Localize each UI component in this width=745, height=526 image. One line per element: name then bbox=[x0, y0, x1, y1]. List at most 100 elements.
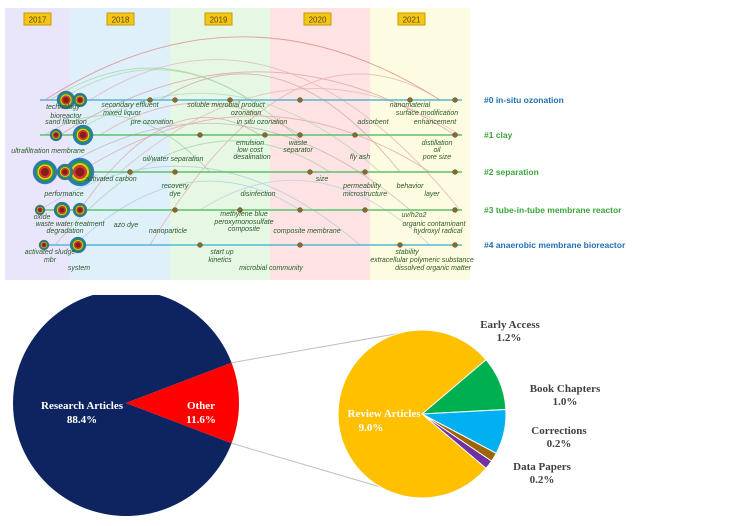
keyword-term: start up bbox=[210, 249, 233, 256]
citation-arc bbox=[59, 69, 251, 101]
keyword-dot bbox=[227, 97, 233, 103]
keyword-dot bbox=[197, 242, 203, 248]
keyword-term: system bbox=[68, 265, 90, 272]
slice-label: Early Access bbox=[480, 319, 540, 331]
year-badge bbox=[23, 12, 52, 26]
citation-arc bbox=[79, 117, 261, 211]
pie-slice-research-articles bbox=[12, 290, 232, 516]
keyword-dot bbox=[452, 132, 458, 138]
cluster-label: #2 separation bbox=[484, 167, 539, 177]
year-label: 2019 bbox=[210, 16, 228, 25]
keyword-term: sand filtration bbox=[45, 119, 87, 126]
keyword-node bbox=[53, 132, 59, 138]
keyword-term: secondary effluent bbox=[101, 102, 159, 109]
citation-arc bbox=[49, 67, 301, 141]
cluster-label: #1 clay bbox=[484, 130, 513, 140]
keyword-term: mbr bbox=[44, 257, 57, 264]
keyword-term: waste bbox=[289, 140, 307, 147]
keyword-term: behavior bbox=[397, 183, 425, 190]
keyword-term: organic contaminant bbox=[402, 221, 466, 228]
keyword-dot bbox=[262, 132, 268, 138]
keyword-dot bbox=[452, 169, 458, 175]
keyword-term: disinfection bbox=[240, 191, 275, 198]
keyword-term: azo dye bbox=[114, 222, 139, 229]
keyword-term: dye bbox=[169, 191, 180, 198]
citation-arc bbox=[149, 73, 441, 246]
keyword-term: activated carbon bbox=[85, 176, 136, 183]
keyword-dot bbox=[147, 97, 153, 103]
keyword-term: nanoparticle bbox=[149, 228, 187, 235]
keyword-dot bbox=[307, 169, 313, 175]
keyword-term: enhancement bbox=[414, 119, 457, 126]
keyword-term: technology bbox=[46, 104, 80, 111]
slice-value: 11.6% bbox=[186, 414, 216, 426]
citation-arc bbox=[54, 122, 411, 211]
slice-label: Data Papers bbox=[513, 461, 571, 473]
slice-label: Book Chapters bbox=[530, 383, 601, 395]
slice-value: 1.0% bbox=[553, 396, 578, 408]
cluster-label: #3 tube-in-tube membrane reactor bbox=[484, 205, 622, 215]
citation-arc bbox=[89, 59, 461, 211]
keyword-term: oil bbox=[433, 147, 440, 154]
keyword-node bbox=[77, 207, 83, 213]
citation-arc bbox=[44, 36, 441, 101]
keyword-dot bbox=[397, 242, 403, 248]
year-label: 2017 bbox=[29, 16, 47, 25]
keyword-dot bbox=[297, 132, 303, 138]
year-badge bbox=[106, 12, 135, 26]
keyword-term: microstructure bbox=[343, 191, 387, 198]
keyword-term: stability bbox=[395, 249, 419, 256]
keyword-term: composite bbox=[228, 226, 260, 233]
keyword-term: pore size bbox=[422, 154, 452, 161]
slice-value: 9.0% bbox=[359, 422, 384, 434]
keyword-dot bbox=[452, 97, 458, 103]
keyword-node bbox=[62, 169, 68, 175]
keyword-term: peroxymonosulfate bbox=[213, 219, 273, 226]
keyword-term: nanomaterial bbox=[390, 102, 431, 109]
slice-label: Research Articles bbox=[41, 400, 124, 412]
keyword-term: bioreactor bbox=[50, 113, 82, 120]
keyword-term: size bbox=[316, 176, 329, 183]
cluster-label: #4 anaerobic membrane bioreactor bbox=[484, 240, 626, 250]
citation-arc bbox=[54, 140, 331, 246]
keyword-term: desalination bbox=[233, 154, 270, 161]
citation-arc bbox=[159, 73, 401, 173]
slice-value: 88.4% bbox=[67, 414, 97, 426]
slice-label: Review Articles bbox=[348, 408, 422, 420]
year-band bbox=[5, 8, 70, 280]
keyword-dot bbox=[172, 207, 178, 213]
keyword-node bbox=[59, 207, 65, 213]
keyword-term: microbial community bbox=[239, 265, 303, 272]
slice-value: 0.2% bbox=[530, 474, 555, 486]
keyword-node bbox=[62, 96, 70, 104]
keyword-dot bbox=[452, 207, 458, 213]
keyword-node bbox=[38, 208, 42, 212]
year-band bbox=[370, 8, 470, 280]
keyword-term: pre ozonation bbox=[130, 119, 174, 126]
citation-arc bbox=[44, 115, 211, 173]
pie-slice-other bbox=[126, 362, 239, 444]
keyword-term: ozonation bbox=[231, 110, 261, 117]
keyword-dot bbox=[297, 207, 303, 213]
pie-slice-review-articles bbox=[337, 329, 487, 499]
keyword-term: uv/h2o2 bbox=[402, 212, 427, 219]
keyword-node bbox=[41, 168, 49, 176]
keyword-dot bbox=[452, 242, 458, 248]
citation-arc bbox=[119, 88, 461, 173]
citation-arc bbox=[74, 180, 301, 246]
slice-value: 1.2% bbox=[497, 332, 522, 344]
keyword-dot bbox=[197, 132, 203, 138]
year-badge bbox=[303, 12, 332, 26]
keyword-term: mixed liquor bbox=[103, 110, 141, 117]
keyword-term: ultrafiltration membrane bbox=[11, 148, 85, 155]
citation-arc bbox=[99, 102, 301, 136]
keyword-term: kinetics bbox=[208, 257, 232, 264]
keyword-term: low cost bbox=[237, 147, 263, 154]
keyword-term: emulsion bbox=[236, 140, 264, 147]
keyword-term: surface modification bbox=[396, 110, 458, 117]
keyword-term: oil/water separation bbox=[143, 156, 204, 163]
keyword-node bbox=[77, 97, 83, 103]
